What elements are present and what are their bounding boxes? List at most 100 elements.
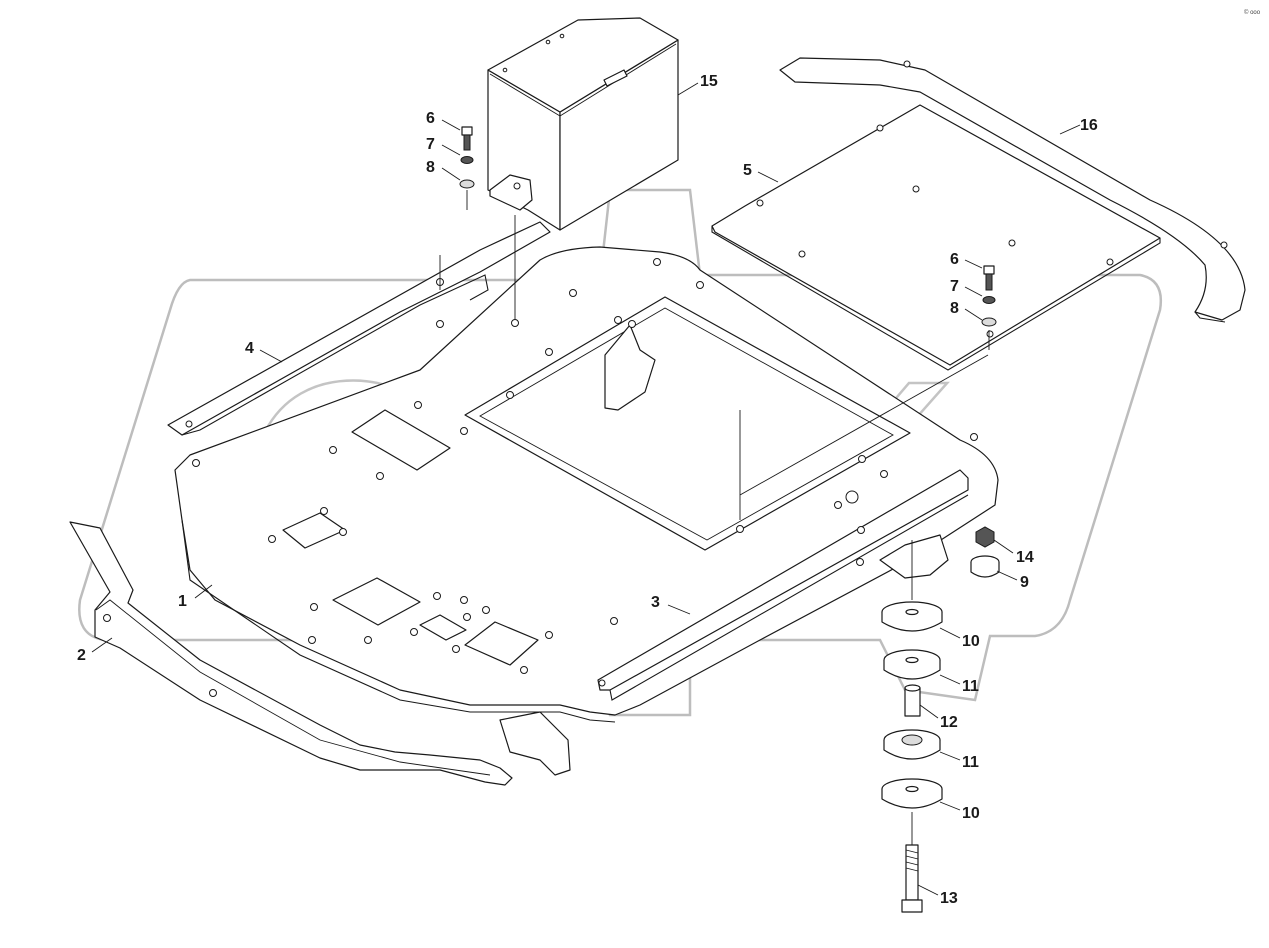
plate-hole	[376, 472, 384, 480]
plate-hole	[736, 525, 744, 533]
leader-9	[996, 570, 1018, 581]
leader-16	[1059, 124, 1081, 135]
curved-rail	[779, 57, 1246, 321]
plate-hole	[653, 258, 661, 266]
box-hole	[545, 39, 551, 45]
plate-hole	[610, 617, 618, 625]
plate-hole-large	[845, 490, 859, 504]
lock-washer	[982, 296, 996, 304]
callout-5: 5	[743, 162, 752, 179]
leader-3	[667, 604, 691, 615]
watermark-gear-outline	[78, 188, 1163, 717]
corner-mark: © ooo	[1244, 9, 1261, 16]
rail-hole	[903, 60, 911, 68]
plate-hole	[628, 320, 636, 328]
flat-washer	[459, 179, 475, 189]
leader-7b	[964, 286, 983, 297]
spacer-sleeve	[904, 687, 921, 717]
callout-11-top: 11	[962, 678, 979, 695]
plate-hole	[460, 427, 468, 435]
plate-hole	[506, 391, 514, 399]
front-deflector-strip	[69, 521, 513, 786]
mount-bracket-front	[499, 711, 571, 776]
box-mount-tab	[489, 174, 533, 211]
rail-hole	[598, 679, 606, 687]
isolator-10b-hole	[905, 785, 919, 793]
bolt-head	[461, 126, 473, 136]
plate-hole	[414, 401, 422, 409]
seat-hole	[876, 124, 884, 132]
rail-hole	[1220, 241, 1228, 249]
plate-hole	[460, 596, 468, 604]
leader-11a	[939, 674, 961, 685]
part-1-floor-plate	[174, 246, 999, 776]
leader-10a	[939, 627, 961, 639]
callout-1: 1	[178, 593, 187, 610]
leader-2	[91, 637, 113, 653]
leader-15	[677, 82, 699, 96]
callout-11-bottom: 11	[962, 754, 979, 771]
plate-hole	[545, 348, 553, 356]
callout-4: 4	[245, 340, 254, 357]
leader-7a	[441, 144, 461, 156]
box-lid-flange	[489, 43, 677, 117]
isolator-11-hole	[905, 656, 919, 664]
plate-hole	[834, 501, 842, 509]
seat-hole	[756, 199, 764, 207]
plate-hole	[452, 645, 460, 653]
cutout-front-c	[464, 621, 539, 666]
callout-13: 13	[940, 890, 958, 907]
isolator-11-side	[883, 660, 941, 680]
leader-14	[993, 539, 1014, 554]
box-lid	[487, 17, 679, 113]
bolt-shank	[463, 134, 471, 151]
isolator-10b-side	[881, 789, 943, 809]
callout-12: 12	[940, 714, 958, 731]
callout-16: 16	[1080, 117, 1098, 134]
right-rail-edge	[609, 494, 969, 701]
part-16-curved-rail	[779, 57, 1246, 323]
plate-hole	[614, 316, 622, 324]
seat-plate-edge	[711, 226, 1161, 371]
leader-13	[917, 884, 939, 896]
plate-hole	[545, 631, 553, 639]
leader-6a	[441, 119, 461, 131]
isolator-10-hole	[905, 608, 919, 616]
callout-leaders	[91, 82, 1081, 896]
part-3-right-rail	[597, 469, 969, 701]
right-rail	[597, 469, 969, 691]
callout-8-right: 8	[950, 300, 959, 317]
hex-nut	[975, 526, 995, 548]
seat-hole	[798, 250, 806, 258]
leader-11b	[939, 751, 961, 761]
plate-hole	[463, 613, 471, 621]
box-latch	[603, 69, 628, 87]
center-opening-inner	[479, 307, 894, 541]
plate-hole	[410, 628, 418, 636]
callout-10-bottom: 10	[962, 805, 980, 822]
isolator-stack	[881, 526, 1000, 913]
plate-hole	[569, 289, 577, 297]
rail-hole	[185, 420, 193, 428]
mount-bracket-right	[879, 534, 949, 579]
hardware-stack-right	[739, 265, 997, 520]
leader-10b	[939, 801, 961, 811]
isolator-11b-side	[883, 740, 941, 760]
callout-9: 9	[1020, 574, 1029, 591]
callout-2: 2	[77, 647, 86, 664]
rail-hole	[436, 320, 444, 328]
leader-8b	[964, 308, 983, 321]
plate-hole	[433, 592, 441, 600]
part-15-storage-box	[487, 17, 679, 231]
front-deflector-edge	[95, 599, 491, 776]
left-rail-edge	[181, 274, 489, 436]
callout-15: 15	[700, 73, 718, 90]
bolt-shank	[985, 273, 993, 291]
cutout-left	[351, 409, 451, 471]
callout-6-left: 6	[426, 110, 435, 127]
assembly-axis	[739, 354, 989, 496]
seat-hole	[1106, 258, 1114, 266]
callout-10-top: 10	[962, 633, 980, 650]
deflector-hole	[103, 614, 111, 622]
